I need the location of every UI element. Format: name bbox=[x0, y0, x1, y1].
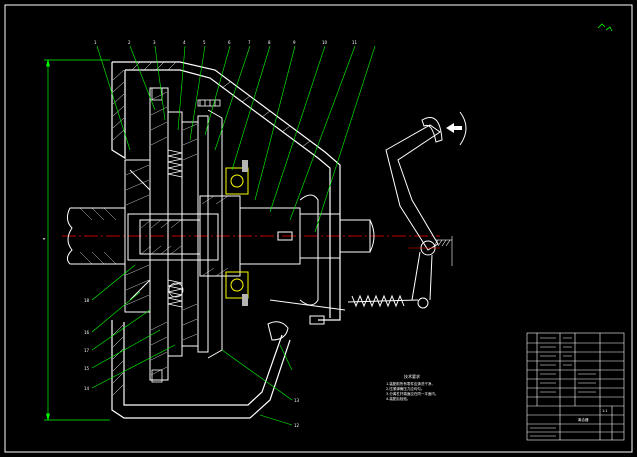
part-number-17: 17 bbox=[84, 348, 90, 353]
corner-mark bbox=[597, 23, 613, 32]
title-block bbox=[526, 332, 625, 441]
clutch-hub bbox=[127, 195, 375, 277]
hub-hatch bbox=[140, 195, 229, 277]
overall-dimension bbox=[44, 59, 110, 421]
part-number-12: 12 bbox=[294, 423, 300, 428]
release-fork-mount bbox=[267, 194, 346, 341]
title-block-scale: 1:1 bbox=[602, 409, 608, 413]
arrow-left-icon bbox=[446, 123, 462, 133]
flywheel-hatch bbox=[125, 164, 150, 306]
part-number-2: 2 bbox=[128, 40, 131, 45]
release-bearing bbox=[225, 167, 249, 299]
title-block-name: 离合器 bbox=[578, 417, 589, 422]
notes-line-4: 4.装配后检验。 bbox=[386, 396, 410, 401]
part-number-11: 11 bbox=[352, 40, 358, 45]
part-number-8: 8 bbox=[268, 40, 271, 45]
dimension-label: φ bbox=[42, 237, 46, 240]
technical-notes: 技术要求 1.装配前所有零件应清洗干净。 2.压紧弹簧压力应均匀。 3.分离杠杆… bbox=[386, 373, 438, 401]
housing-hatch bbox=[112, 61, 311, 396]
notes-line-3: 3.分离杠杆端面应在同一平面内。 bbox=[386, 391, 438, 396]
part-number-18: 18 bbox=[84, 298, 90, 303]
notes-line-1: 1.装配前所有零件应清洗干净。 bbox=[386, 381, 435, 386]
part-number-1: 1 bbox=[94, 40, 97, 45]
title-block-cell-marks bbox=[530, 337, 596, 437]
part-number-13: 13 bbox=[294, 398, 300, 403]
release-sleeve bbox=[242, 160, 248, 306]
part-number-15: 15 bbox=[84, 366, 90, 371]
leader-lines bbox=[91, 45, 376, 426]
bolts bbox=[151, 87, 221, 383]
part-number-9: 9 bbox=[293, 40, 296, 45]
part-number-6: 6 bbox=[228, 40, 231, 45]
title-block-text: 离合器 1:1 bbox=[578, 409, 608, 422]
notes-title: 技术要求 bbox=[404, 373, 420, 379]
pedal-pivot-ground bbox=[433, 236, 453, 266]
part-number-7: 7 bbox=[248, 40, 251, 45]
pressure-plate-hatch bbox=[150, 91, 198, 376]
part-number-3: 3 bbox=[153, 40, 156, 45]
pressure-springs bbox=[167, 149, 184, 308]
pressure-plate bbox=[149, 87, 223, 381]
pedal-linkage bbox=[347, 111, 467, 309]
clutch-housing bbox=[111, 61, 341, 419]
part-number-5: 5 bbox=[203, 40, 206, 45]
part-number-14: 14 bbox=[84, 386, 90, 391]
part-numbers-top: 1 2 3 4 5 6 7 8 9 10 11 bbox=[94, 40, 358, 45]
crankshaft-hatch bbox=[79, 207, 117, 265]
part-number-16: 16 bbox=[84, 330, 90, 335]
part-numbers-left: 18 16 17 15 14 bbox=[84, 298, 90, 391]
notes-line-2: 2.压紧弹簧压力应均匀。 bbox=[386, 386, 424, 391]
sheet-border bbox=[4, 4, 633, 453]
part-number-4: 4 bbox=[183, 40, 186, 45]
part-numbers-right: 13 12 bbox=[294, 398, 300, 428]
part-number-10: 10 bbox=[322, 40, 328, 45]
